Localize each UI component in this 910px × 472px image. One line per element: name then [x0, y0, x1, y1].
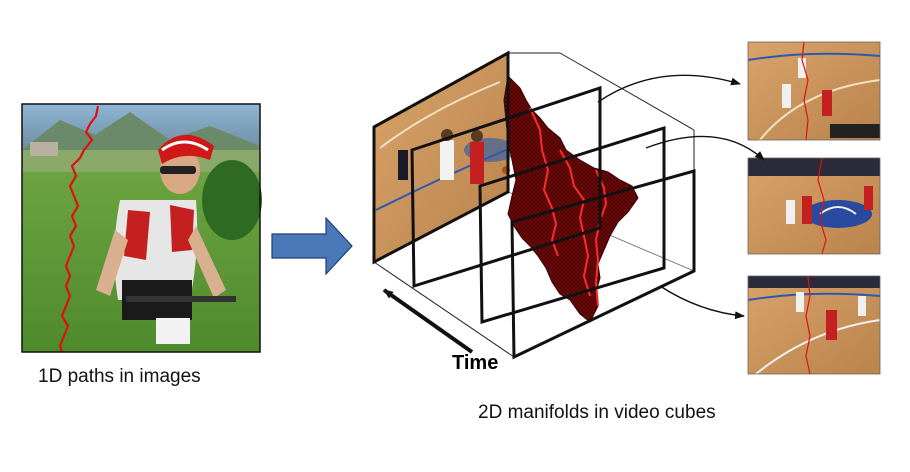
frame-3	[478, 125, 666, 325]
video-frame-top	[747, 41, 881, 141]
video-frame-middle	[747, 157, 881, 255]
1d-seam-path	[58, 105, 100, 353]
caption-1d-paths: 1D paths in images	[38, 366, 201, 387]
frame-1	[372, 50, 510, 265]
manifold-seam-1	[529, 107, 559, 257]
connector-arrow-bottom	[659, 285, 745, 320]
frame-2	[410, 85, 602, 289]
connector-arrow-middle	[645, 135, 765, 161]
players	[398, 129, 510, 184]
connector-arrow-top	[597, 74, 741, 103]
caption-2d-manifolds: 2D manifolds in video cubes	[478, 402, 716, 423]
time-arrow	[382, 288, 474, 354]
frame-4	[510, 169, 696, 360]
video-cube	[372, 50, 696, 360]
video-frame-bottom	[747, 275, 881, 375]
cyclist-image	[21, 103, 262, 353]
cyclist-figure	[96, 134, 236, 344]
2d-manifold-surface	[503, 74, 639, 323]
manifold-seam-2	[559, 149, 591, 297]
block-arrow-icon	[271, 216, 353, 276]
time-axis-label: Time	[452, 352, 499, 374]
